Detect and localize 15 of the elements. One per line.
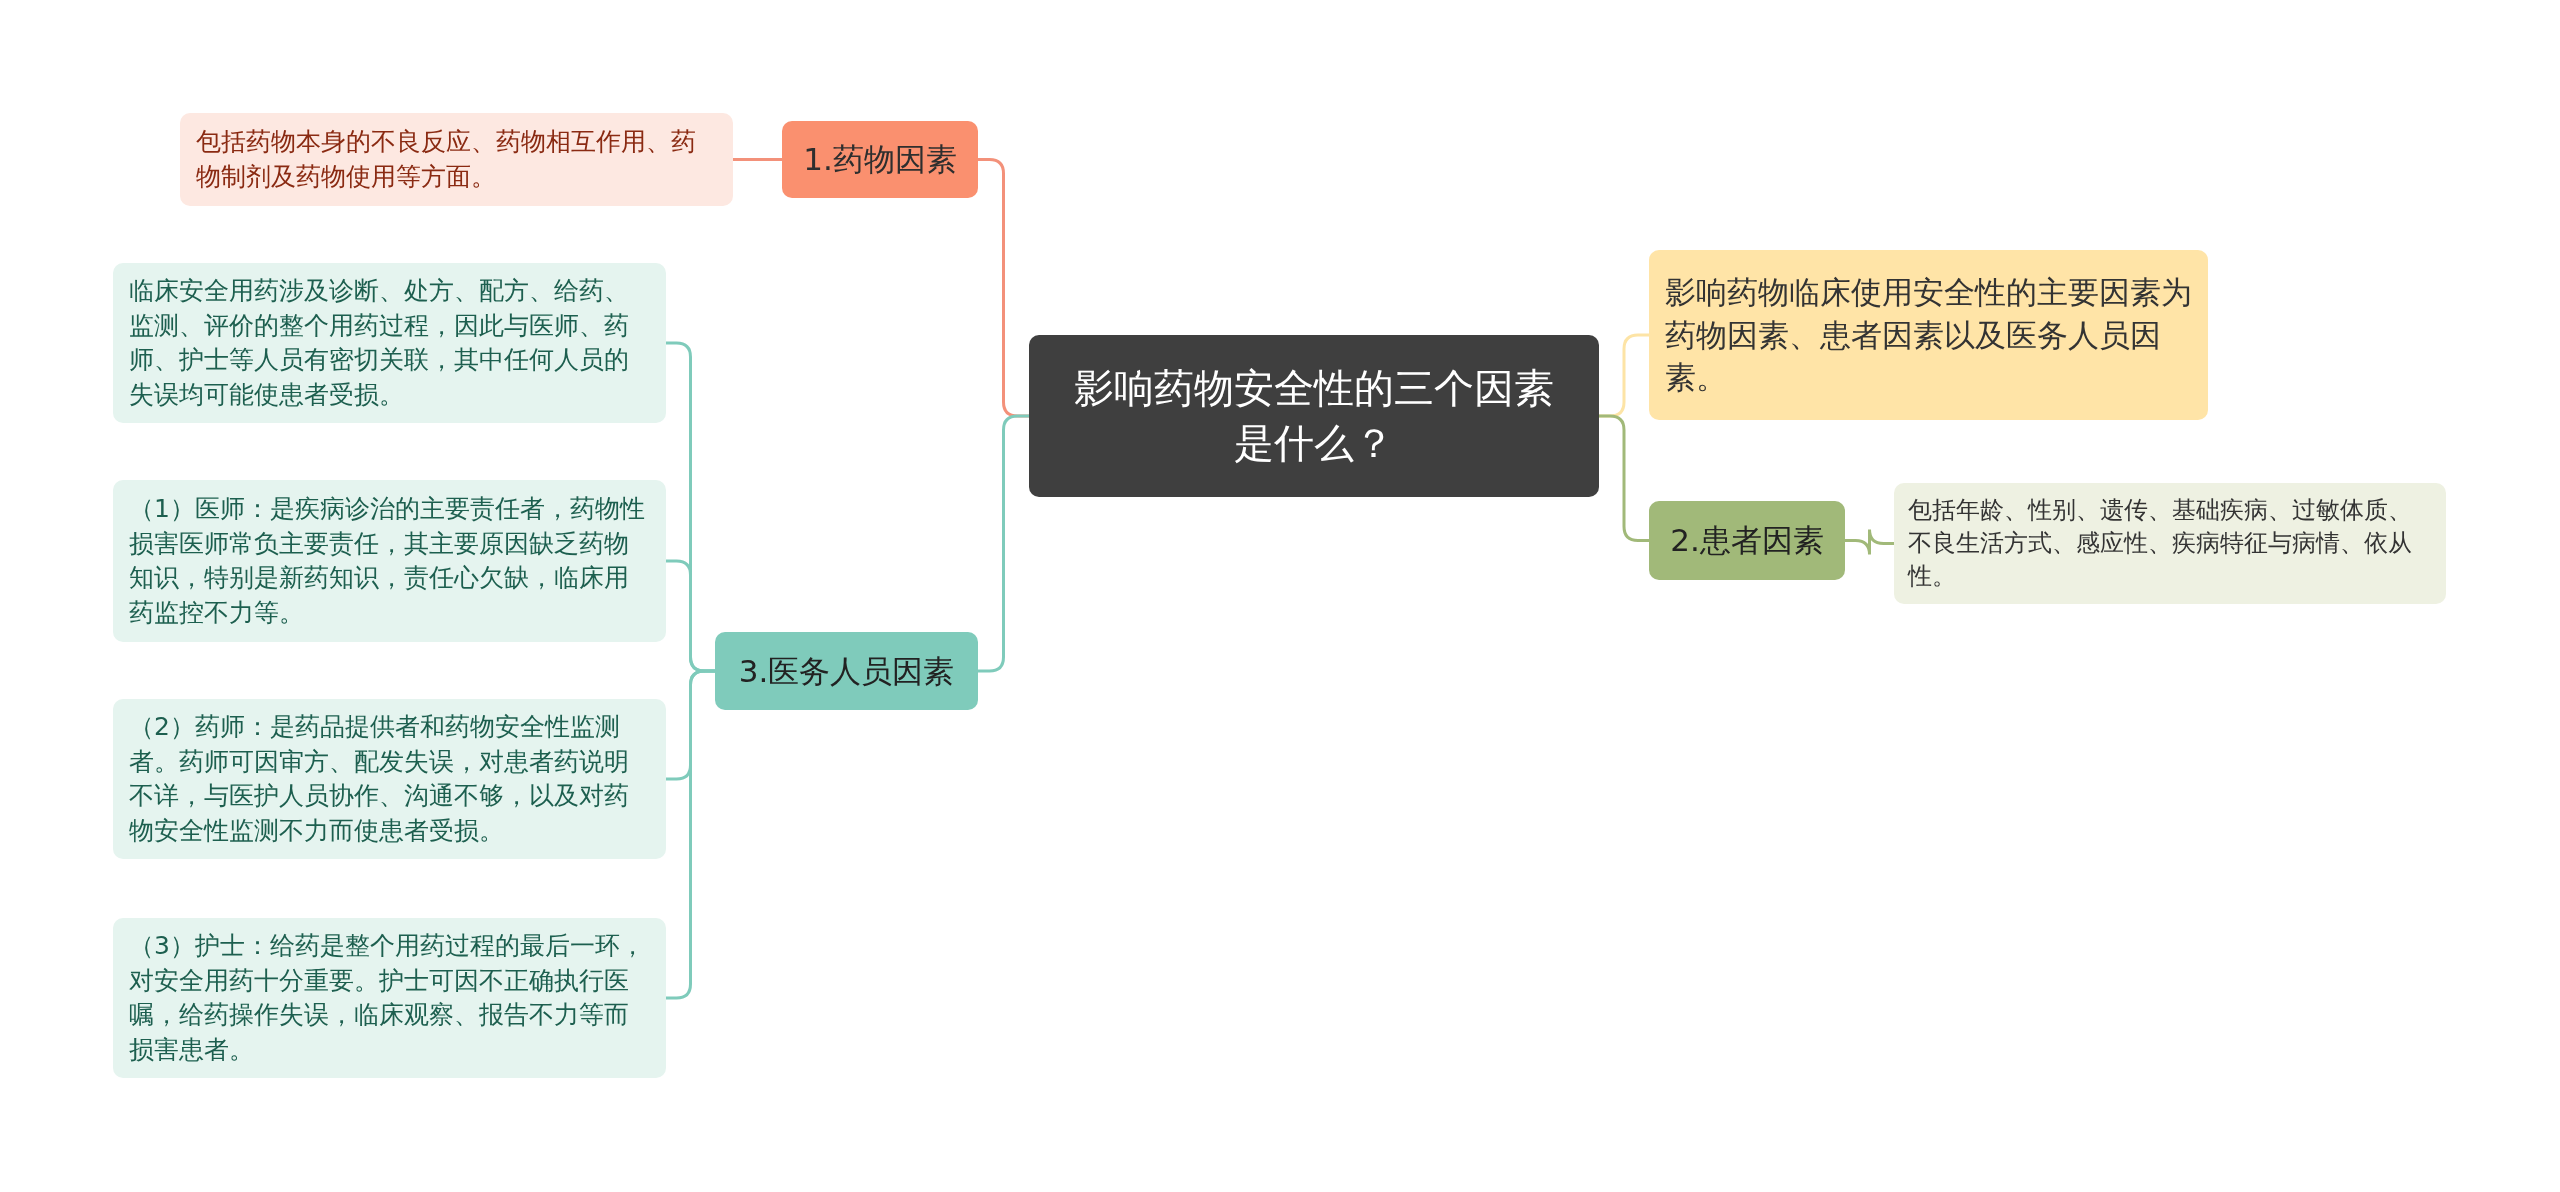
connector-line (666, 669, 715, 1000)
branch-topic: 1.药物因素 (782, 121, 978, 198)
detail-note: 临床安全用药涉及诊断、处方、配方、给药、监测、评价的整个用药过程，因此与医师、药师、护士等人员有密切关联，其中任何人员的失误均可能使患者受损。 (113, 263, 666, 423)
detail-note: （2）药师：是药品提供者和药物安全性监测者。药师可因审方、配发失误，对患者药说明不详，与医护人员协作、沟通不够，以及对药物安全性监测不力而使患者受损。 (113, 699, 666, 859)
branch-topic: 3.医务人员因素 (715, 632, 978, 710)
connector-line (1599, 414, 1649, 542)
connector-line (733, 158, 782, 161)
detail-note: 包括药物本身的不良反应、药物相互作用、药物制剂及药物使用等方面。 (180, 113, 733, 206)
connector-line (1845, 528, 1894, 556)
detail-note: （3）护士：给药是整个用药过程的最后一环，对安全用药十分重要。护士可因不正确执行医嘱，给药操作失误，临床观察、报告不力等而损害患者。 (113, 918, 666, 1078)
detail-note: 包括年龄、性别、遗传、基础疾病、过敏体质、不良生活方式、感应性、疾病特征与病情、依从性。 (1894, 483, 2446, 604)
summary-note: 影响药物临床使用安全性的主要因素为药物因素、患者因素以及医务人员因素。 (1649, 250, 2208, 420)
central-topic: 影响药物安全性的三个因素是什么？ (1029, 335, 1599, 497)
detail-note: （1）医师：是疾病诊治的主要责任者，药物性损害医师常负主要责任，其主要原因缺乏药物知识，特别是新药知识，责任心欠缺，临床用药监控不力等。 (113, 480, 666, 642)
branch-topic: 2.患者因素 (1649, 501, 1845, 580)
